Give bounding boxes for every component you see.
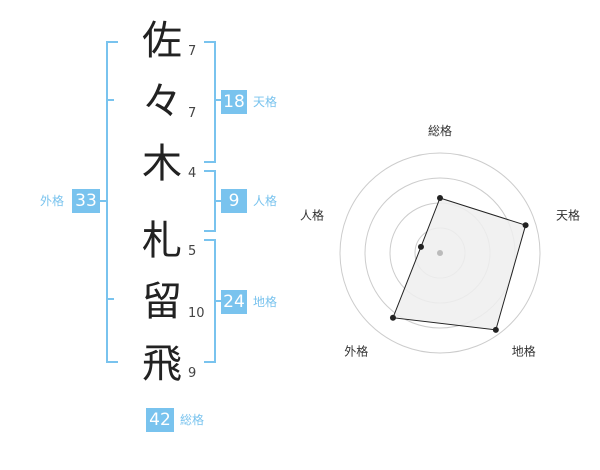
radar-axis-label-1: 総格: [428, 123, 452, 138]
gaikaku-badge: 33: [72, 189, 100, 213]
chikaku-badge: 24: [221, 290, 247, 314]
gaikaku-bracket-tick-2: [106, 298, 114, 300]
radar-points: [389, 195, 529, 333]
gaikaku-connector: [96, 200, 106, 202]
stroke-count-6: 9: [188, 366, 197, 381]
radar-point-3: [492, 326, 499, 333]
stroke-count-5: 10: [188, 306, 205, 321]
name-char-6: 飛: [142, 341, 182, 387]
jinkaku-label: 人格: [253, 194, 278, 208]
radar-point-5: [417, 243, 424, 250]
name-char-3: 木: [142, 141, 182, 187]
chikaku-label: 地格: [253, 295, 278, 309]
name-char-1: 佐: [142, 18, 182, 64]
stroke-count-4: 5: [188, 244, 197, 259]
stroke-count-2: 7: [188, 106, 197, 121]
jinkaku-connector: [214, 200, 222, 202]
tenkaku-connector: [214, 99, 222, 101]
radar-point-2: [522, 222, 529, 229]
jinkaku-badge: 9: [221, 189, 247, 213]
name-char-5: 留: [142, 279, 182, 325]
soukaku-label: 総格: [180, 413, 205, 427]
name-char-4: 札: [142, 218, 182, 264]
stroke-count-1: 7: [188, 44, 197, 59]
tenkaku-label: 天格: [253, 95, 278, 109]
name-char-2: 々: [142, 79, 182, 125]
gaikaku-bracket-tick-1: [106, 99, 114, 101]
radar-point-1: [437, 195, 443, 201]
tenkaku-badge: 18: [221, 90, 247, 114]
radar-ring-4: [339, 152, 541, 354]
radar-center-dot: [437, 250, 443, 256]
soukaku-badge: 42: [146, 408, 174, 432]
gaikaku-label: 外格: [40, 194, 65, 208]
radar-axis-label-2: 天格: [556, 207, 580, 222]
radar-axis-label-5: 人格: [300, 207, 324, 222]
radar-value-polygon: [392, 197, 527, 331]
radar-axis-label-4: 外格: [344, 344, 368, 359]
chikaku-connector: [214, 300, 222, 302]
radar-axis-label-3: 地格: [512, 344, 536, 359]
radar-point-4: [389, 314, 396, 321]
tenkaku-bracket: [204, 41, 216, 163]
stroke-count-3: 4: [188, 166, 197, 181]
gaikaku-bracket: [106, 41, 118, 363]
